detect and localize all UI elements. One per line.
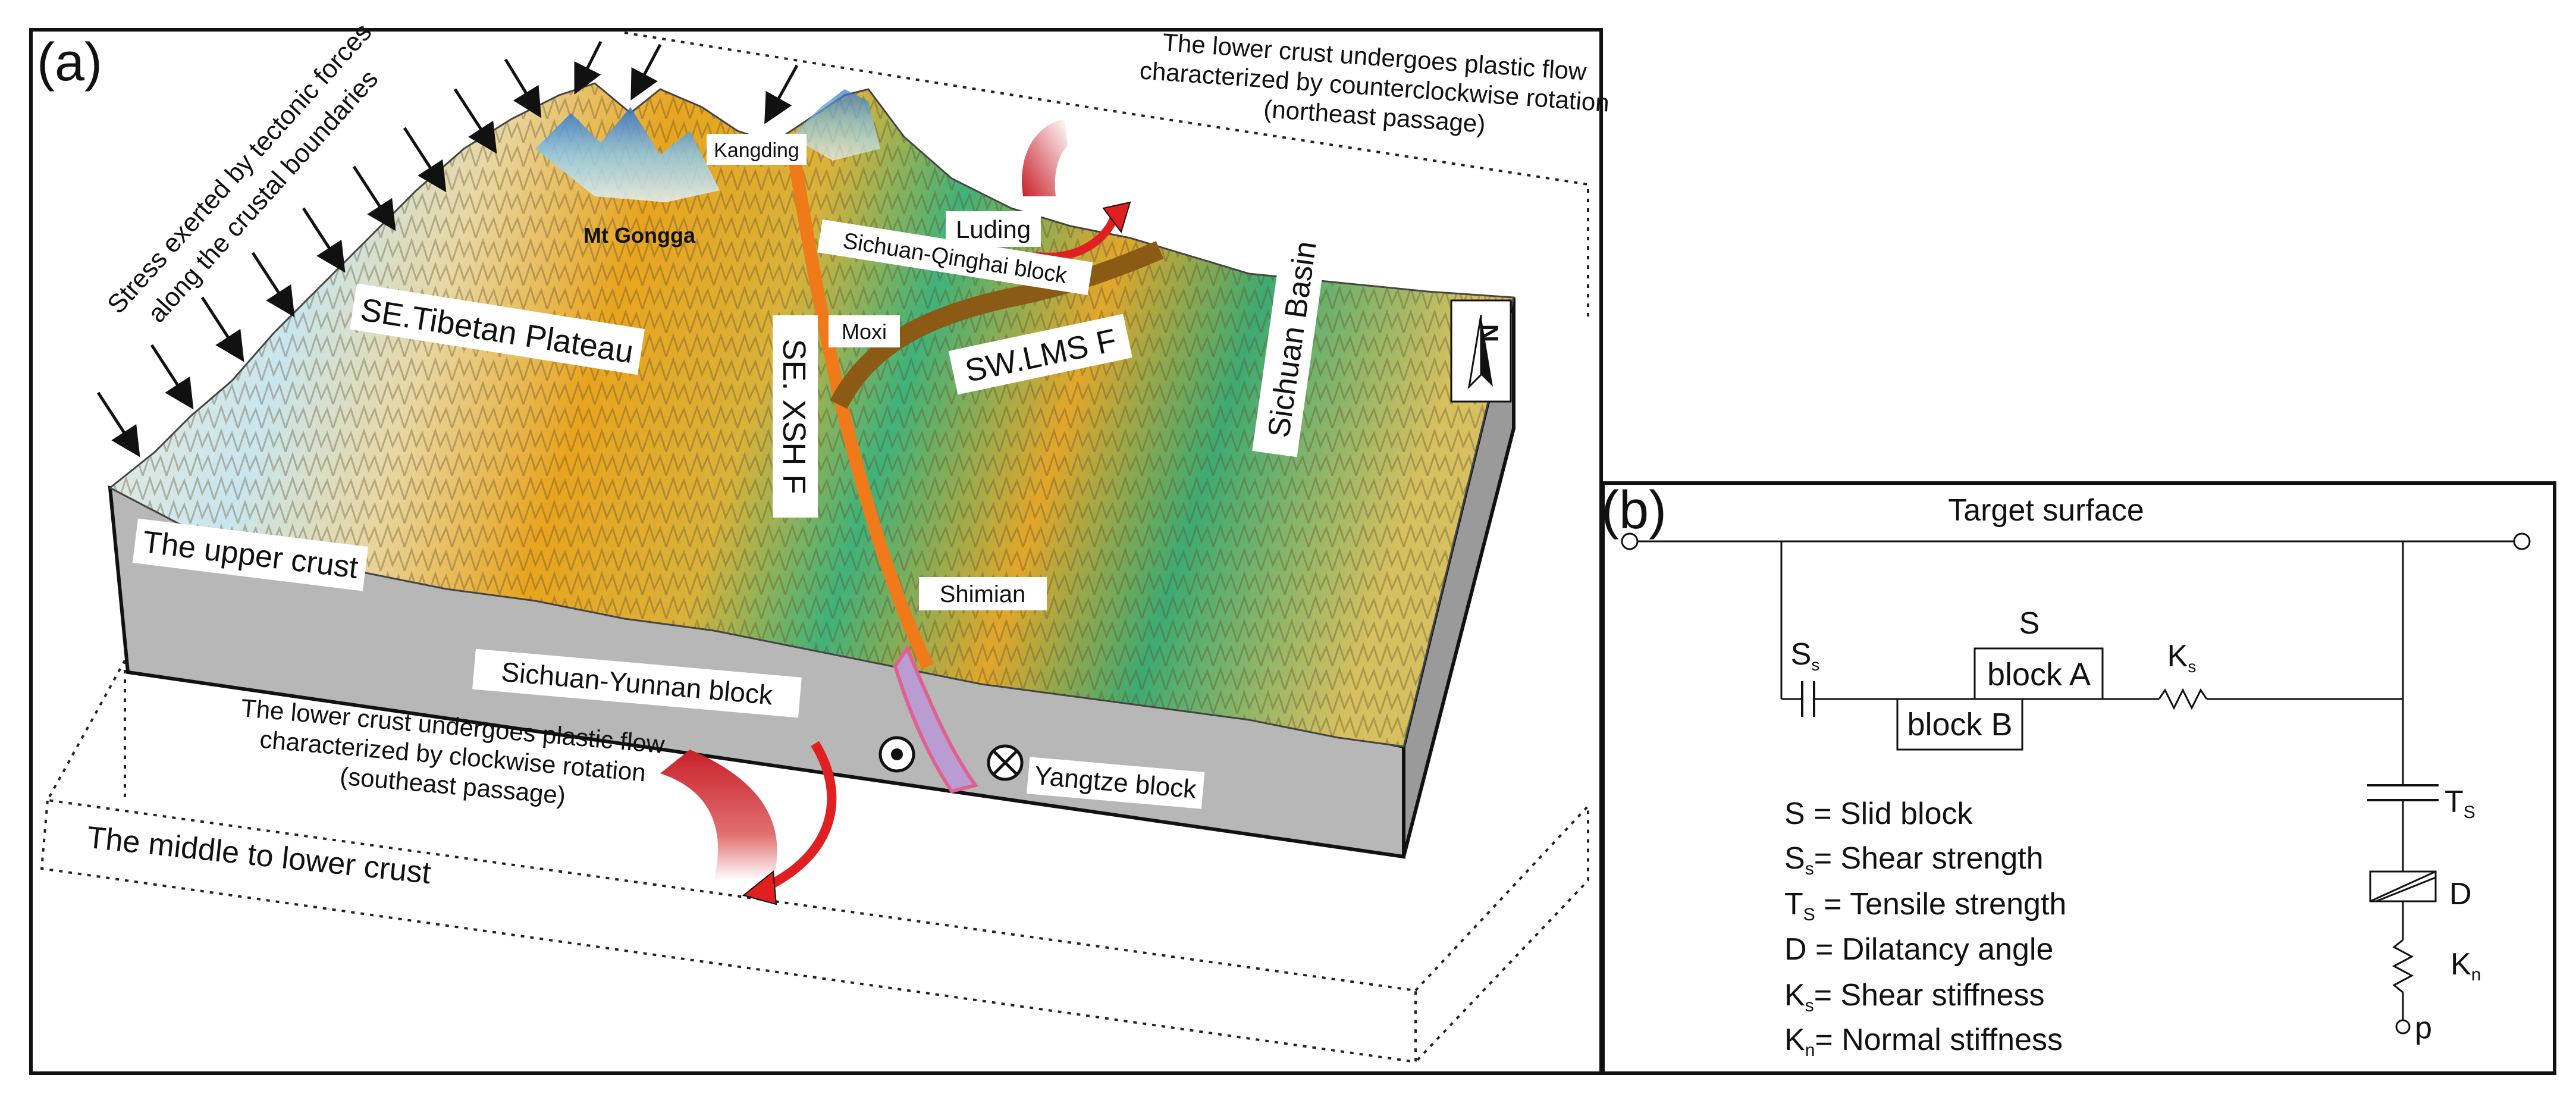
into-page-symbol xyxy=(987,744,1024,781)
xsh-fault-lower xyxy=(893,644,979,794)
xsh-fault xyxy=(785,136,934,669)
label-kangding: Kangding xyxy=(707,134,807,165)
kn-spring xyxy=(2392,939,2414,993)
north-label: N xyxy=(1476,324,1504,342)
stress-arrow xyxy=(96,391,140,457)
stress-arrow xyxy=(764,64,799,124)
kangding-text: Kangding xyxy=(714,139,799,162)
north-arrow: N xyxy=(1450,299,1512,403)
lms-fault xyxy=(830,241,1164,409)
lower-crust-box-outline-2 xyxy=(1414,803,1589,1063)
block-a-text: block A xyxy=(1987,657,2091,692)
stress-arrow xyxy=(574,40,603,95)
se-rotation-arrow xyxy=(765,741,837,891)
dilatancy-diagonal xyxy=(2370,870,2436,902)
block-b-text: block B xyxy=(1907,707,2012,742)
legend-item-s: S = Slid block xyxy=(1784,797,1973,831)
stress-arrow xyxy=(630,43,662,101)
legend-item-ts: TS = Tensile strength xyxy=(1784,887,2066,924)
ts-label: TS xyxy=(2445,785,2475,822)
label-sichuan-basin: Sichuan Basin xyxy=(1252,221,1329,457)
s-label: S xyxy=(2019,606,2040,641)
legend-item-kn: Kn= Normal stiffness xyxy=(1784,1023,2063,1060)
mt-gongga-peak xyxy=(535,107,720,202)
kangding-peak xyxy=(791,89,880,161)
se-xsh-f-text: SE. XSH F xyxy=(776,338,812,494)
panel-b-label: (b) xyxy=(1601,481,1667,540)
kn-label: Kn xyxy=(2451,947,2481,985)
label-shimian: Shimian xyxy=(919,577,1047,610)
target-surface-title: Target surface xyxy=(1948,493,2144,528)
p-terminal xyxy=(2395,1019,2411,1035)
right-terminal xyxy=(2513,532,2531,550)
label-se-xsh-f: SE. XSH F xyxy=(773,315,818,518)
stress-arrow xyxy=(403,127,447,193)
moxi-text: Moxi xyxy=(842,319,887,344)
stress-arrow xyxy=(251,252,295,318)
label-luding: Luding xyxy=(946,211,1041,247)
legend-item-ks: Ks= Shear stiffness xyxy=(1784,978,2045,1015)
stress-arrow xyxy=(150,344,194,410)
se-flow-arrow xyxy=(660,750,777,880)
legend-item-d: D = Dilatancy angle xyxy=(1784,932,2053,967)
left-terminal xyxy=(1621,532,1639,550)
label-moxi: Moxi xyxy=(829,315,900,347)
se-rotation-arrowhead xyxy=(742,870,777,905)
shimian-text: Shimian xyxy=(940,581,1026,607)
stress-arrows xyxy=(96,40,799,457)
panel-a: N (a) Stress exerted by tectonic forces … xyxy=(29,18,1610,1075)
legend-item-ss: Ss= Shear strength xyxy=(1784,841,2044,879)
panel-b-frame xyxy=(1601,481,2556,1075)
ne-rotation-arrowhead xyxy=(1102,201,1131,234)
stress-arrow xyxy=(302,207,346,273)
panel-b: (b) Target surface Ss block B block A S … xyxy=(1601,481,2556,1075)
ks-label: Ks xyxy=(2167,639,2197,676)
mt-gongga-text: Mt Gongga xyxy=(583,223,696,247)
ss-label: Ss xyxy=(1791,637,1820,674)
block-a xyxy=(1973,647,2104,700)
luding-text: Luding xyxy=(956,215,1031,243)
label-mt-gongga: Mt Gongga xyxy=(583,223,696,247)
stress-arrow xyxy=(200,296,244,362)
d-label: D xyxy=(2449,877,2472,911)
out-of-page-symbol xyxy=(878,736,915,773)
stress-arrow xyxy=(352,165,396,231)
p-label: p xyxy=(2415,1011,2432,1045)
legend: S = Slid block Ss= Shear strength TS = T… xyxy=(1784,797,2066,1060)
block-b xyxy=(1896,698,2023,751)
stress-arrow xyxy=(453,88,497,154)
ne-flow-arrow xyxy=(1022,119,1068,196)
stress-arrow xyxy=(504,58,542,118)
panel-a-label: (a) xyxy=(37,33,102,92)
ks-spring xyxy=(2158,688,2208,710)
dilatancy-diagonal-2 xyxy=(2376,876,2436,902)
